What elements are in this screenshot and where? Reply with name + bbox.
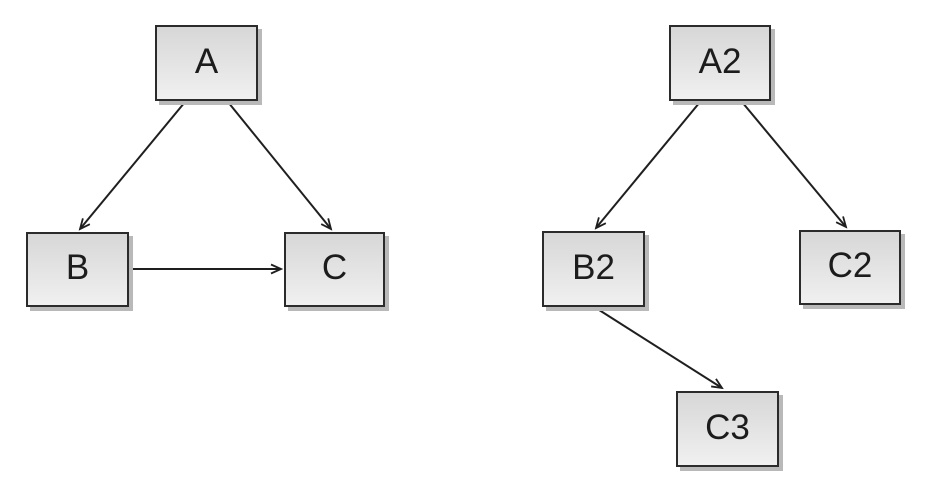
node-A2[interactable]: A2	[669, 25, 771, 101]
edge-A2-C2	[741, 101, 846, 227]
edge-B2-C3	[595, 307, 722, 388]
node-label: C3	[705, 407, 750, 447]
node-label: B	[65, 248, 90, 287]
edge-A-C	[227, 101, 331, 229]
node-label: C2	[827, 246, 873, 285]
edge-A-B	[80, 101, 186, 229]
edge-A2-B2	[596, 101, 701, 228]
node-B[interactable]: B	[26, 232, 129, 307]
node-label: A	[194, 41, 219, 81]
node-label: B2	[572, 247, 615, 287]
node-C[interactable]: C	[284, 232, 385, 307]
node-C2[interactable]: C2	[799, 230, 901, 305]
node-A[interactable]: A	[155, 25, 258, 101]
node-C3[interactable]: C3	[676, 391, 779, 467]
node-label: C	[321, 248, 348, 287]
node-B2[interactable]: B2	[542, 231, 645, 307]
node-label: A2	[698, 41, 742, 81]
